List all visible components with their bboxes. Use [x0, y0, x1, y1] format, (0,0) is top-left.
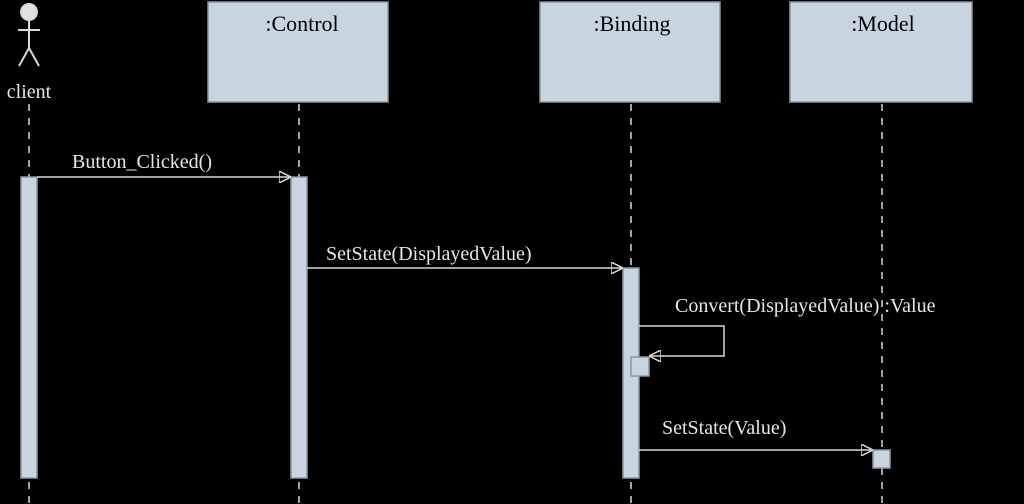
message-button-clicked-label: Button_Clicked(): [72, 151, 212, 173]
model-header-label: :Model: [851, 11, 915, 36]
message-convert-label: Convert(DisplayedValue) :Value: [675, 295, 936, 317]
binding-self-activation: [630, 356, 650, 377]
message-setstate-displayed-label: SetState(DisplayedValue): [326, 243, 532, 265]
lifeline-header-model: :Model: [789, 1, 973, 103]
lifeline-header-binding: :Binding: [539, 1, 721, 103]
client-activation-bar: [20, 176, 38, 479]
binding-header-label: :Binding: [593, 11, 670, 36]
control-header-label: :Control: [265, 11, 338, 36]
client-label: client: [7, 81, 52, 103]
lifeline-header-control: :Control: [207, 1, 389, 103]
stick-figure-icon: [18, 3, 40, 67]
client-actor: client: [7, 3, 52, 103]
control-activation-bar: [290, 176, 308, 479]
message-convert-self-arrow: [639, 325, 725, 356]
model-activation: [872, 449, 891, 469]
message-setstate-value-label: SetState(Value): [662, 417, 786, 439]
